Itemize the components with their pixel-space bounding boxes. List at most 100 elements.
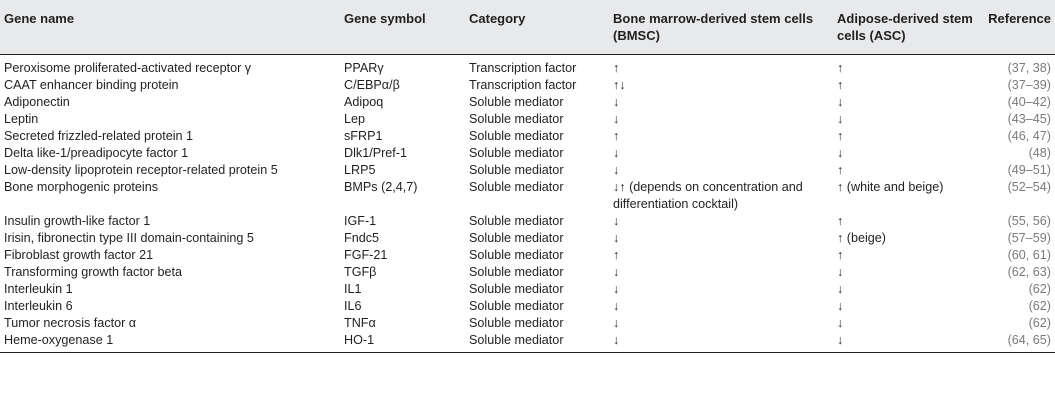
bmsc-cell: ↓	[613, 95, 620, 109]
table-row: Peroxisome proliferated-activated recept…	[0, 55, 1055, 78]
reference-cell: (49–51)	[1007, 163, 1051, 177]
bmsc-cell: ↓	[613, 282, 620, 296]
gene-name-cell: Tumor necrosis factor α	[4, 316, 137, 330]
category-cell: Soluble mediator	[469, 248, 564, 262]
asc-cell: ↑	[837, 78, 844, 92]
gene-symbol-cell: C/EBPα/β	[344, 78, 400, 92]
header-bmsc: Bone marrow-derived stem cells (BMSC)	[609, 0, 833, 55]
gene-name-cell: Interleukin 6	[4, 299, 73, 313]
category-cell: Soluble mediator	[469, 231, 564, 245]
header-reference: Reference	[983, 0, 1055, 55]
asc-cell: ↓	[837, 282, 844, 296]
asc-cell: ↑	[837, 163, 844, 177]
bmsc-cell: ↑	[613, 61, 620, 75]
reference-cell: (55, 56)	[1007, 214, 1051, 228]
bmsc-cell: ↑	[613, 248, 620, 262]
category-cell: Soluble mediator	[469, 146, 564, 160]
asc-cell: ↓	[833, 332, 983, 353]
reference-cell: (52–54)	[1007, 180, 1051, 194]
gene-name-cell: Secreted frizzled-related protein 1	[4, 129, 194, 143]
table-body: Peroxisome proliferated-activated recept…	[0, 55, 1055, 353]
category-cell: Soluble mediator	[469, 265, 564, 279]
bmsc-cell: ↓	[613, 146, 620, 160]
header-category: Category	[465, 0, 609, 55]
gene-name-cell: Bone morphogenic proteins	[4, 180, 159, 194]
gene-symbol-cell: TGFβ	[344, 265, 377, 279]
asc-cell: ↑	[837, 214, 844, 228]
reference-cell: (64, 65)	[983, 332, 1055, 353]
gene-name-cell: Peroxisome proliferated-activated recept…	[4, 61, 252, 75]
gene-symbol-cell: Dlk1/Pref-1	[344, 146, 407, 160]
category-cell: Transcription factor	[469, 61, 577, 75]
gene-name-cell: Insulin growth-like factor 1	[4, 214, 151, 228]
category-cell: Soluble mediator	[469, 214, 564, 228]
reference-cell: (37–39)	[1007, 78, 1051, 92]
asc-cell: ↓	[837, 299, 844, 313]
bmsc-cell: ↓	[613, 214, 620, 228]
gene-symbol-cell: BMPs (2,4,7)	[344, 180, 418, 194]
table-row: Low-density lipoprotein receptor-related…	[0, 162, 1055, 179]
bmsc-cell: ↓	[613, 112, 620, 126]
header-gene-symbol: Gene symbol	[340, 0, 465, 55]
gene-symbol-cell: PPARγ	[344, 61, 384, 75]
gene-name-cell: Leptin	[4, 112, 39, 126]
table-header: Gene name Gene symbol Category Bone marr…	[0, 0, 1055, 55]
header-row: Gene name Gene symbol Category Bone marr…	[0, 0, 1055, 55]
reference-cell: (43–45)	[1007, 112, 1051, 126]
gene-symbol-cell: IL1	[344, 282, 362, 296]
header-asc: Adipose-derived stem cells (ASC)	[833, 0, 983, 55]
gene-name-cell: Heme-oxygenase 1	[0, 332, 340, 353]
gene-name-cell: Adiponectin	[4, 95, 70, 109]
gene-table: Gene name Gene symbol Category Bone marr…	[0, 0, 1055, 353]
category-cell: Soluble mediator	[465, 332, 609, 353]
asc-cell: ↑	[837, 61, 844, 75]
gene-name-cell: Irisin, fibronectin type III domain-cont…	[4, 231, 254, 245]
gene-symbol-cell: Fndc5	[344, 231, 380, 245]
gene-name-cell: CAAT enhancer binding protein	[4, 78, 179, 92]
asc-cell: ↓	[837, 146, 844, 160]
gene-symbol-cell: LRP5	[344, 163, 376, 177]
gene-symbol-cell: sFRP1	[344, 129, 383, 143]
reference-cell: (37, 38)	[1007, 61, 1051, 75]
asc-cell: ↑ (white and beige)	[837, 180, 944, 194]
table-row: Insulin growth-like factor 1 IGF-1 Soluble…	[0, 213, 1055, 230]
asc-cell: ↓	[837, 112, 844, 126]
bmsc-cell: ↓	[613, 163, 620, 177]
gene-symbol-cell: HO-1	[340, 332, 465, 353]
gene-symbol-cell: IL6	[344, 299, 362, 313]
table-row: Bone morphogenic proteins BMPs (2,4,7) Sol…	[0, 179, 1055, 213]
asc-cell: ↑	[837, 129, 844, 143]
reference-cell: (60, 61)	[1007, 248, 1051, 262]
reference-cell: (48)	[1028, 146, 1051, 160]
category-cell: Soluble mediator	[469, 299, 564, 313]
bmsc-cell: ↓	[613, 299, 620, 313]
asc-cell: ↓	[837, 265, 844, 279]
bmsc-cell: ↓	[609, 332, 833, 353]
bmsc-cell: ↓	[613, 265, 620, 279]
category-cell: Soluble mediator	[469, 282, 564, 296]
bmsc-cell: ↓	[613, 231, 620, 245]
reference-cell: (40–42)	[1007, 95, 1051, 109]
category-cell: Soluble mediator	[469, 180, 564, 194]
gene-symbol-cell: Adipoq	[344, 95, 384, 109]
category-cell: Soluble mediator	[469, 316, 564, 330]
gene-symbol-cell: IGF-1	[344, 214, 377, 228]
reference-cell: (62)	[1028, 282, 1051, 296]
table-row: Irisin, fibronectin type III domain-cont…	[0, 230, 1055, 247]
bmsc-cell: ↑↓	[613, 78, 626, 92]
reference-cell: (57–59)	[1007, 231, 1051, 245]
bmsc-cell: ↓↑ (depends on concentration and differe…	[613, 180, 803, 211]
asc-cell: ↓	[837, 95, 844, 109]
header-gene-name: Gene name	[0, 0, 340, 55]
bmsc-cell: ↓	[613, 316, 620, 330]
asc-cell: ↓	[837, 316, 844, 330]
reference-cell: (62, 63)	[1007, 265, 1051, 279]
table-row: Secreted frizzled-related protein 1 sFRP1…	[0, 128, 1055, 145]
